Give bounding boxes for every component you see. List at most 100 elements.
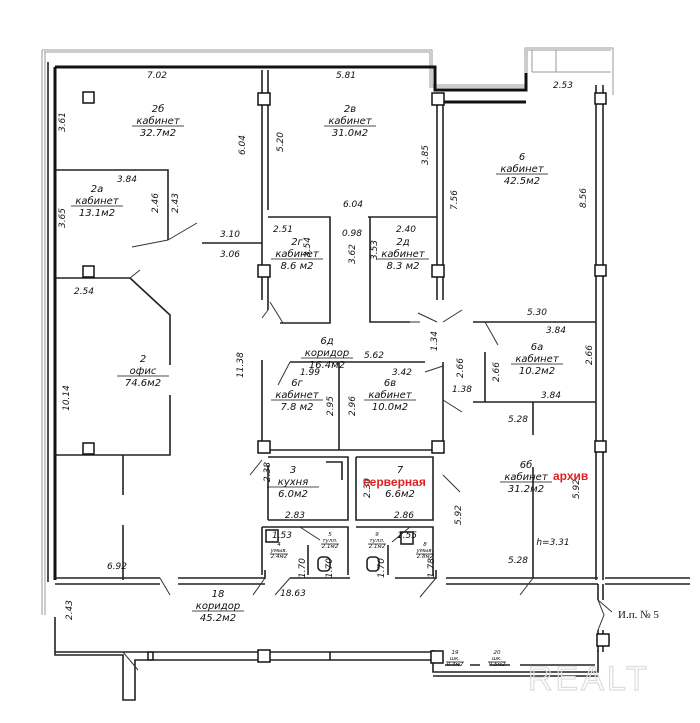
dimension-label: 3.84 bbox=[541, 391, 561, 401]
room-area: 16.4м2 bbox=[309, 360, 345, 371]
room-number: 6в bbox=[384, 378, 396, 389]
dimension-label: 2.95 bbox=[326, 396, 336, 416]
room-name: тулл. bbox=[369, 538, 384, 544]
dimension-label: 1.78 bbox=[427, 558, 437, 578]
room-number: 9 bbox=[375, 532, 379, 538]
room-name: умыв. bbox=[270, 548, 288, 554]
dimension-label: 1.38 bbox=[452, 385, 472, 395]
room-number: 5 bbox=[328, 532, 332, 538]
door-swings bbox=[122, 222, 605, 671]
archive-annotation: архив bbox=[553, 469, 588, 483]
room-area: 42.5м2 bbox=[504, 176, 540, 187]
room-name: кабинет bbox=[328, 115, 373, 127]
room-number: 18 bbox=[212, 589, 225, 600]
dimension-label: 2.46 bbox=[151, 193, 161, 213]
dimension-label: 5.20 bbox=[276, 132, 286, 152]
room-area: 8.3 м2 bbox=[387, 261, 420, 272]
room-name: кухня bbox=[278, 477, 308, 488]
room-area: 32.7м2 bbox=[140, 128, 176, 139]
room-area: 8.6 м2 bbox=[281, 261, 314, 272]
room-name: кабинет bbox=[75, 195, 120, 207]
dimension-label: 1.99 bbox=[300, 368, 320, 378]
dimension-label: 7.02 bbox=[147, 71, 167, 81]
dimension-label: 5.28 bbox=[508, 556, 528, 566]
room-area: 0.4м2 bbox=[447, 662, 464, 668]
dimension-label: 2.43 bbox=[65, 600, 75, 620]
dimension-label: 2.40 bbox=[396, 225, 416, 235]
room-number: 6а bbox=[531, 342, 544, 353]
dimension-label: 1.70 bbox=[325, 558, 335, 578]
room-area: 10.0м2 bbox=[372, 402, 408, 413]
dimension-label: 11.38 bbox=[236, 352, 246, 378]
room-area: 2.4м2 bbox=[271, 554, 288, 560]
dimension-label: 3.54 bbox=[303, 237, 313, 257]
room-name: кабинет bbox=[136, 115, 181, 127]
dimension-label: 2.86 bbox=[394, 511, 414, 521]
room-name: кабинет bbox=[515, 353, 560, 365]
dimension-label: 1.34 bbox=[430, 331, 440, 351]
dimension-label: 1.70 bbox=[298, 558, 308, 578]
fixtures bbox=[265, 529, 414, 572]
dimension-label: 2.51 bbox=[273, 225, 293, 235]
dimension-label: 2.66 bbox=[456, 358, 466, 378]
room-name: шк. bbox=[492, 656, 502, 662]
dimension-label: 8.56 bbox=[579, 188, 589, 208]
height-annotation: h=3.31 bbox=[536, 538, 569, 548]
room-number: 3 bbox=[290, 465, 296, 476]
dimension-label: 3.06 bbox=[220, 250, 240, 260]
dimension-label: 5.92 bbox=[454, 505, 464, 525]
dimension-label: 3.10 bbox=[220, 230, 240, 240]
dimension-label: 1.53 bbox=[272, 531, 292, 541]
dimension-label: 3.65 bbox=[58, 208, 68, 228]
dimension-label: 6.04 bbox=[343, 200, 363, 210]
room-number: 20 bbox=[494, 650, 501, 656]
dimension-label: 3.61 bbox=[58, 112, 68, 132]
room-number: 6 bbox=[519, 152, 525, 163]
room-number: 8 bbox=[423, 542, 427, 548]
room-number: 2 bbox=[140, 354, 146, 365]
dimension-label: 2.96 bbox=[348, 396, 358, 416]
dimension-label: 5.30 bbox=[527, 308, 547, 318]
room-area: 31.2м2 bbox=[508, 484, 544, 495]
dimension-label: 0.98 bbox=[342, 229, 362, 239]
dimension-label: 2.66 bbox=[585, 345, 595, 365]
dimension-label: 2.43 bbox=[171, 193, 181, 213]
dimension-label: 2.66 bbox=[492, 362, 502, 382]
dimension-label: 2.54 bbox=[74, 287, 94, 297]
room-area: 6.0м2 bbox=[278, 489, 308, 500]
room-area: 10.2м2 bbox=[519, 366, 555, 377]
room-area: 7.8 м2 bbox=[281, 402, 314, 413]
room-name: кабинет bbox=[381, 248, 426, 260]
dimension-label: 5.62 bbox=[364, 351, 384, 361]
room-name: умыв. bbox=[416, 548, 434, 554]
room-area: 6.6м2 bbox=[385, 489, 415, 500]
room-number: 2д bbox=[396, 237, 409, 248]
dimension-label: 1.55 bbox=[397, 531, 417, 541]
room-number: 6б bbox=[520, 459, 533, 471]
dimension-label: 1.70 bbox=[377, 558, 387, 578]
room-label-7: 76.6м2 bbox=[385, 465, 415, 500]
room-labels: 2бкабинет32.7м22акабинет13.1м22вкабинет3… bbox=[71, 103, 563, 668]
room-area: 2.1м2 bbox=[369, 544, 386, 550]
room-name: шк. bbox=[450, 656, 460, 662]
room-number: 6г bbox=[291, 378, 303, 389]
room-name: кабинет bbox=[275, 389, 320, 401]
room-name: коридор bbox=[196, 601, 240, 612]
room-name: кабинет bbox=[500, 163, 545, 175]
